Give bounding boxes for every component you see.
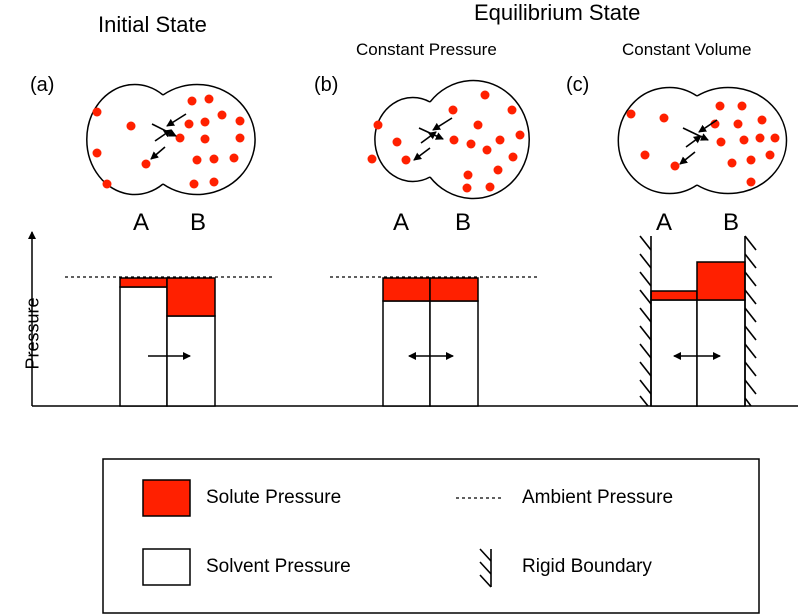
equilibrium-state-title: Equilibrium State (474, 0, 641, 25)
diffusion-arrows-c (679, 119, 718, 165)
solute-bar-b-left (382, 277, 431, 302)
y-axis-label: Pressure (22, 297, 43, 370)
solute-particles-a (92, 94, 245, 189)
hatched-wall-icon (479, 548, 492, 588)
label-a-middle-panel: A (393, 209, 410, 236)
legend-rigid-label: Rigid Boundary (522, 556, 652, 577)
solute-bar-a-left (119, 277, 168, 288)
solvent-bar-b-right (429, 300, 479, 407)
initial-state-title: Initial State (98, 12, 207, 37)
cell-b-left (162, 83, 256, 196)
label-b-right-panel: B (723, 209, 740, 236)
cell-pair-a (86, 83, 256, 196)
rigid-boundary-right (744, 235, 757, 407)
solvent-bar-a-right (166, 315, 216, 407)
solute-particles-c (626, 101, 780, 187)
solvent-bar-b-left (382, 300, 431, 407)
constant-pressure-subtitle: Constant Pressure (356, 40, 497, 59)
cell-a-left (86, 83, 164, 196)
cell-a-middle (374, 96, 431, 183)
cell-pair-b (367, 79, 530, 200)
label-a-left-panel: A (133, 209, 150, 236)
label-b-middle-panel: B (455, 209, 472, 236)
legend-solvent-swatch (142, 548, 191, 586)
legend-solvent-label: Solvent Pressure (206, 556, 351, 577)
label-b-left-panel: B (190, 209, 207, 236)
legend-box (102, 458, 760, 614)
solvent-bar-c-left (650, 299, 698, 407)
solvent-bar-c-right (696, 299, 746, 407)
solute-particles-b (367, 90, 525, 193)
cell-b-right (696, 86, 788, 195)
rigid-boundary-left (639, 235, 652, 407)
solute-bar-b-right (429, 277, 479, 302)
cell-a-right (617, 86, 698, 195)
legend-solute-label: Solute Pressure (206, 487, 342, 508)
panel-tag-a: (a) (30, 74, 55, 96)
constant-volume-subtitle: Constant Volume (622, 40, 752, 59)
pressure-bars-b (382, 277, 479, 407)
panel-tag-b: (b) (314, 74, 339, 96)
solvent-bar-a-left (119, 286, 168, 407)
pressure-bars-a (119, 277, 216, 407)
solute-bar-c-left (650, 290, 698, 301)
panel-tag-c: (c) (566, 74, 590, 96)
diffusion-arrows-a (150, 113, 187, 160)
legend-ambient-label: Ambient Pressure (522, 487, 674, 508)
cell-pair-c (617, 86, 788, 195)
label-a-right-panel: A (656, 209, 673, 236)
legend-solute-swatch (142, 479, 191, 517)
solute-bar-c-right (696, 261, 746, 301)
cell-b-middle (429, 79, 530, 200)
solute-bar-a-right (166, 277, 216, 317)
pressure-bars-c (650, 261, 746, 407)
diffusion-arrows-b (413, 117, 453, 161)
